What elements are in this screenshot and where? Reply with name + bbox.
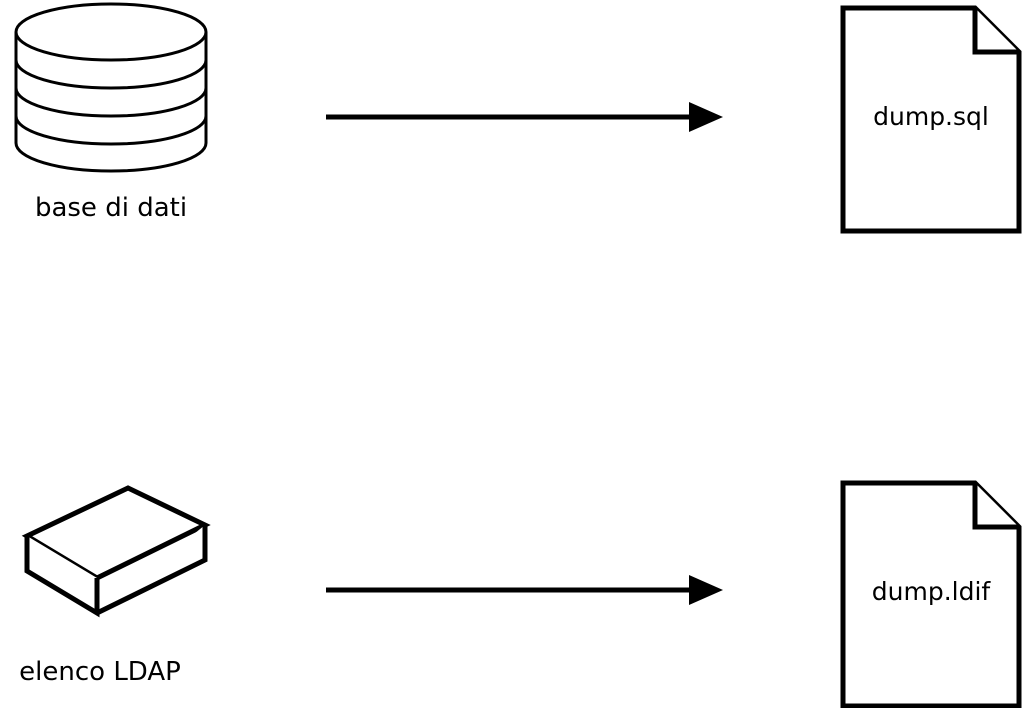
document-file-icon: dump.sql bbox=[839, 4, 1023, 235]
database-cylinder-icon bbox=[13, 1, 211, 177]
source-label-ldap: elenco LDAP bbox=[19, 657, 181, 687]
ldap-directory-box-icon bbox=[13, 483, 211, 619]
document-label-ldif: dump.ldif bbox=[871, 577, 991, 606]
right-arrow-icon bbox=[323, 572, 723, 608]
right-arrow-icon bbox=[323, 99, 723, 135]
document-label-sql: dump.sql bbox=[873, 102, 989, 131]
document-file-icon: dump.ldif bbox=[839, 479, 1023, 708]
source-label-database: base di dati bbox=[34, 193, 188, 223]
